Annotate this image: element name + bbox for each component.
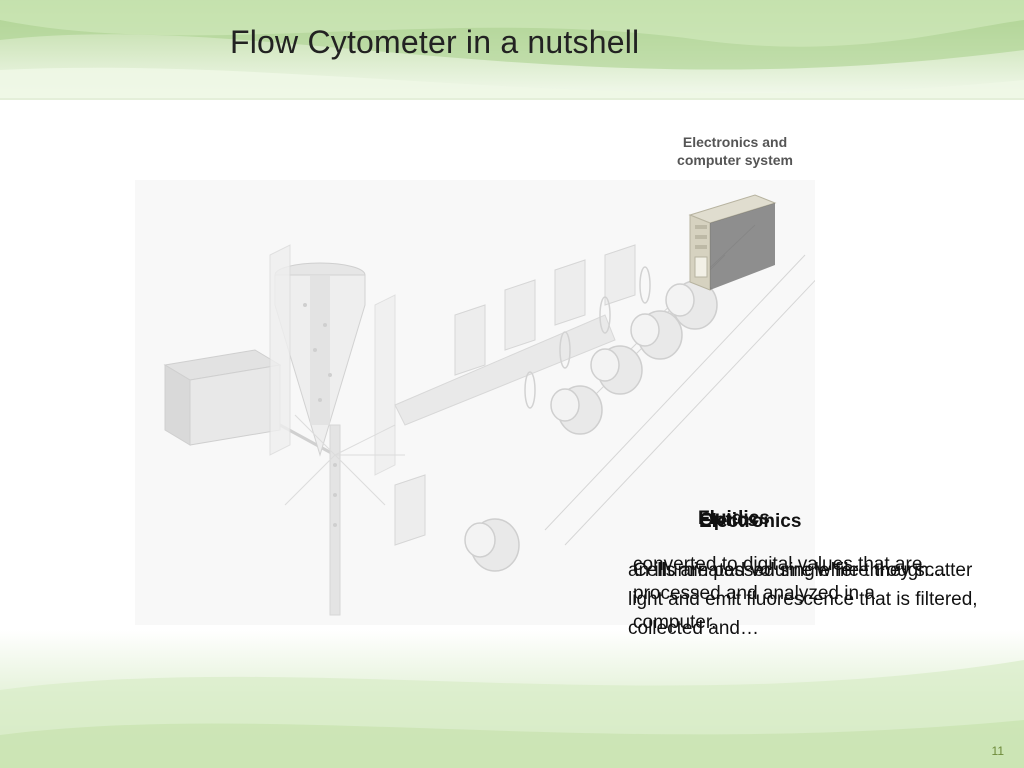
- overlay-body-fluidics: an illuminated volume where they scatter…: [628, 560, 978, 639]
- overlay-heading-electronics: Electronics: [699, 511, 802, 532]
- overlay-heading-fluidics: Fluidics: [698, 508, 770, 529]
- overlay-body-electronics: converted to digital values that are pro…: [633, 554, 923, 633]
- detector-icon: [464, 280, 718, 572]
- computer-icon: [688, 194, 777, 291]
- diagram-caption-line-2: computer system: [677, 152, 793, 168]
- diagram-caption: Electronics and computer system: [660, 133, 810, 169]
- slide-title: Flow Cytometer in a nutshell: [230, 24, 640, 60]
- diagram-caption-line-1: Electronics and: [682, 134, 788, 150]
- flow-cytometer-diagram: [135, 180, 815, 625]
- overlay-heading-optics: Optics: [699, 510, 759, 531]
- laser-box-icon: [163, 349, 282, 446]
- page-number: 11: [991, 744, 1004, 758]
- flow-cell-icon: [269, 244, 396, 616]
- filter-icon: [394, 244, 636, 546]
- overlay-body-optics: Cells are passed single file through…: [633, 560, 948, 581]
